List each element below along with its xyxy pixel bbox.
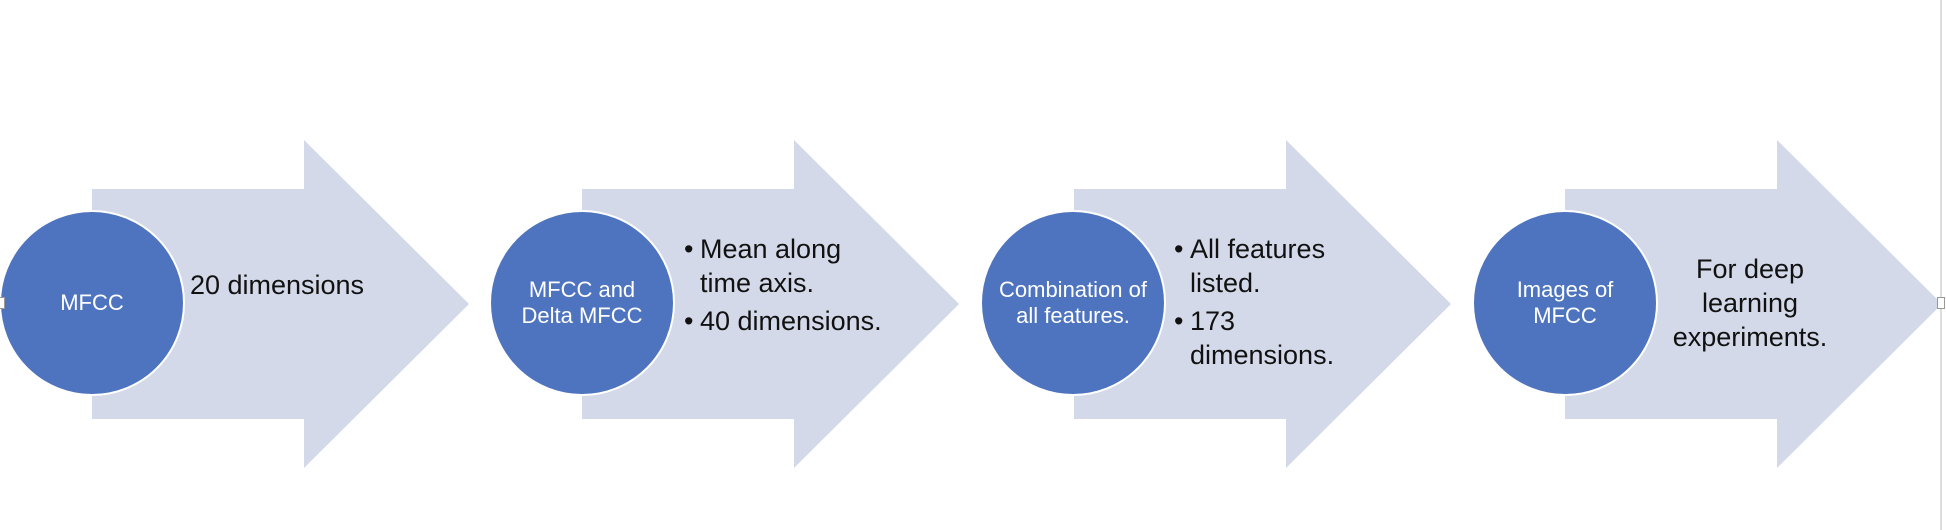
step-3-arrow [1074, 140, 1451, 468]
step-2-arrow [582, 140, 959, 468]
step-3-bullet-text: All features listed. [1190, 234, 1326, 298]
step-3-bullet-text: 173 dimensions. [1190, 306, 1335, 370]
step-1-arrow [92, 140, 469, 468]
step-2-bullet-item: • Mean along time axis. [684, 232, 884, 300]
bullet-icon: • [684, 306, 694, 336]
step-2-circle-label-box: MFCC and Delta MFCC [492, 213, 672, 393]
left-resize-handle[interactable] [0, 297, 5, 309]
step-3-circle-label: Combination of all features. [999, 277, 1147, 328]
step-3-circle [980, 210, 1166, 396]
bullet-icon: • [1174, 306, 1184, 336]
step-2-bullet-list: • Mean along time axis. • 40 dimensions. [684, 232, 884, 342]
step-1-circle-label: MFCC [60, 290, 124, 315]
step-4-arrow [1565, 140, 1942, 468]
canvas-edge-line [1940, 0, 1942, 530]
step-1-circle [0, 210, 185, 396]
bullet-icon: • [684, 234, 694, 264]
step-2-bullet-item: • 40 dimensions. [684, 304, 884, 338]
step-1-circle-label-box: MFCC [2, 213, 182, 393]
step-2-bullet-text: Mean along time axis. [700, 234, 842, 298]
step-1-description: 20 dimensions [189, 270, 365, 300]
step-3-bullet-item: • All features listed. [1174, 232, 1374, 300]
step-3-bullet-item: • 173 dimensions. [1174, 304, 1374, 372]
step-3-bullet-list: • All features listed. • 173 dimensions. [1174, 232, 1374, 376]
step-4-description: For deep learning experiments. [1672, 254, 1828, 352]
step-4-circle [1472, 210, 1658, 396]
step-4-circle-label-box: Images of MFCC [1475, 213, 1655, 393]
step-2-circle [489, 210, 675, 396]
step-3-circle-label-box: Combination of all features. [983, 213, 1163, 393]
bullet-icon: • [1174, 234, 1184, 264]
step-2-circle-label: MFCC and Delta MFCC [521, 277, 643, 328]
right-resize-handle[interactable] [1937, 297, 1945, 309]
step-2-bullet-text: 40 dimensions. [700, 306, 882, 336]
step-4-circle-label: Images of MFCC [1516, 277, 1614, 328]
